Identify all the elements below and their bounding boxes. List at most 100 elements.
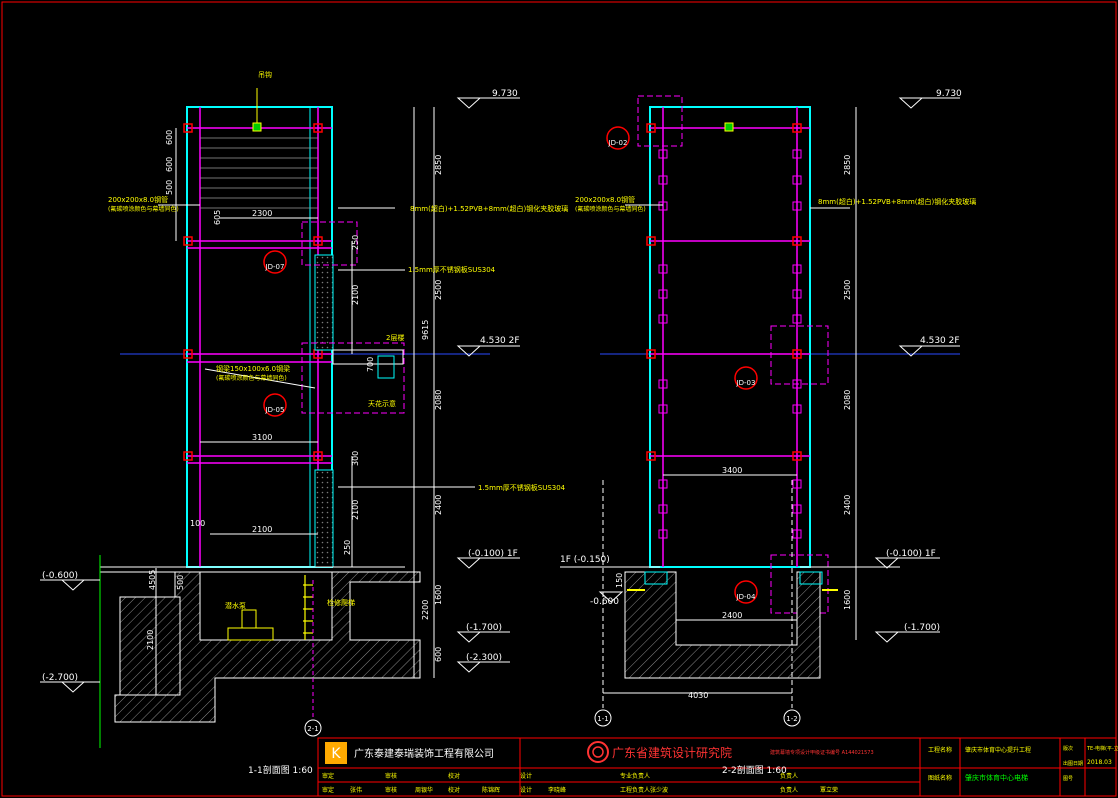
annotation-text: 检修爬梯 bbox=[327, 598, 355, 607]
annotation-text: 150 bbox=[615, 573, 624, 588]
detail-marker bbox=[263, 250, 287, 274]
annotation-text: 周银华 bbox=[415, 786, 433, 794]
annotation-text: 版次 bbox=[1063, 745, 1073, 752]
annotation-text: 500 bbox=[165, 180, 174, 195]
annotation-text: 图号 bbox=[1063, 776, 1073, 782]
annotation-text: 2100 bbox=[146, 630, 155, 650]
detail-marker bbox=[606, 126, 630, 150]
annotation-text: 250 bbox=[343, 540, 352, 555]
annotation-text: -0.600 bbox=[590, 597, 619, 607]
annotation-text: 2080 bbox=[843, 390, 852, 410]
annotation-text: 审核 bbox=[385, 786, 397, 794]
annotation-text: 2400 bbox=[434, 495, 443, 515]
company-name: 广东泰建泰瑞装饰工程有限公司 bbox=[354, 747, 494, 760]
annotation-text: 2400 bbox=[843, 495, 852, 515]
annotation-text: 1.5mm厚不锈钢板SUS304 bbox=[478, 483, 566, 492]
detail-marker bbox=[734, 580, 758, 604]
axis-marker bbox=[783, 709, 801, 727]
annotation-text: 3400 bbox=[722, 466, 742, 475]
annotation-text: 吊钩 bbox=[258, 70, 272, 79]
annotation-text: (-0.100) 1F bbox=[886, 549, 936, 559]
axis-label: 2-1 bbox=[307, 725, 318, 733]
annotation-text: 2400 bbox=[722, 611, 742, 620]
annotation-text: 李晓峰 bbox=[548, 786, 566, 794]
annotation-text: 潜水泵 bbox=[225, 601, 246, 610]
axis-marker bbox=[304, 719, 322, 737]
annotation-text: 605 bbox=[213, 210, 222, 225]
annotation-text: 600 bbox=[165, 157, 174, 172]
institute-logo bbox=[587, 741, 609, 763]
annotation-text: 1F (-0.150) bbox=[560, 555, 610, 565]
annotation-text: 工程名称 bbox=[928, 746, 952, 754]
annotation-text: 4030 bbox=[688, 691, 708, 700]
annotation-text: 1.5mm厚不锈钢板SUS304 bbox=[408, 265, 496, 274]
axis-label: 1-1 bbox=[597, 715, 608, 723]
annotation-text: 9.730 bbox=[492, 89, 518, 99]
section-1-1 bbox=[40, 88, 520, 748]
annotation-text: 2500 bbox=[434, 280, 443, 300]
annotation-text: (-1.700) bbox=[466, 623, 502, 633]
annotation-text: 2850 bbox=[843, 155, 852, 175]
annotation-text: 250 bbox=[351, 235, 360, 250]
annotation-text: 4.530 2F bbox=[480, 336, 520, 346]
annotation-text: 2850 bbox=[434, 155, 443, 175]
annotation-text: 肇庆市体育中心电梯 bbox=[965, 773, 1028, 782]
annotation-text: (-0.600) bbox=[42, 571, 78, 581]
annotation-text: 600 bbox=[434, 647, 443, 662]
section-2-2 bbox=[560, 95, 960, 708]
title-block bbox=[317, 737, 1117, 797]
detail-label: JD-07 bbox=[265, 263, 285, 271]
institute-name: 广东省建筑设计研究院 bbox=[612, 745, 732, 760]
annotation-text: 审定 bbox=[322, 772, 334, 780]
annotation-text: 负责人 bbox=[780, 786, 798, 794]
annotation-text: 600 bbox=[165, 130, 174, 145]
annotation-text: 负责人 bbox=[780, 772, 798, 780]
annotation-text: 钢梁150x100x6.0钢梁 bbox=[216, 364, 290, 373]
svg-text:K: K bbox=[331, 746, 341, 762]
annotation-text: 张伟 bbox=[350, 786, 362, 794]
company-logo: K bbox=[325, 742, 347, 764]
annotation-text: 3100 bbox=[252, 433, 272, 442]
detail-label: JD-05 bbox=[265, 406, 285, 414]
annotation-text: 校对 bbox=[448, 772, 460, 780]
detail-label: JD-03 bbox=[736, 379, 756, 387]
annotation-text: 审定 bbox=[322, 786, 334, 794]
annotation-text: (氟碳喷涂颜色与幕墙同色) bbox=[216, 374, 287, 382]
annotation-text: 500 bbox=[176, 575, 185, 590]
detail-marker bbox=[263, 393, 287, 417]
annotation-text: 8mm(超白)+1.52PVB+8mm(超白)钢化夹胶玻璃 bbox=[818, 197, 976, 206]
annotation-text: TE-电梯(平-立) bbox=[1086, 745, 1118, 752]
annotation-text: 陈锦辉 bbox=[482, 786, 500, 794]
annotation-text: 200x200x8.0钢管 bbox=[108, 195, 168, 204]
annotation-text: 2层楼 bbox=[386, 333, 404, 342]
annotation-text: 张少波 bbox=[650, 786, 668, 794]
annotation-text: 2100 bbox=[351, 500, 360, 520]
annotation-text: (氟碳喷涂颜色与幕墙同色) bbox=[575, 205, 646, 213]
annotation-text: 1600 bbox=[434, 585, 443, 605]
section-caption: 2-2剖面图 1:60 bbox=[722, 764, 787, 776]
annotation-text: 2200 bbox=[421, 600, 430, 620]
annotation-text: 2100 bbox=[351, 285, 360, 305]
axis-marker bbox=[594, 709, 612, 727]
annotation-text: (-2.300) bbox=[466, 653, 502, 663]
annotation-text: (-1.700) bbox=[904, 623, 940, 633]
annotation-text: 9.730 bbox=[936, 89, 962, 99]
annotation-text: 审核 bbox=[385, 772, 397, 780]
annotation-text: 2500 bbox=[843, 280, 852, 300]
annotation-text: (氟碳喷涂颜色与幕墙同色) bbox=[108, 205, 179, 213]
annotation-text: 2018.03 bbox=[1087, 759, 1112, 766]
annotation-text: 覃立荣 bbox=[820, 786, 838, 794]
annotation-text: 100 bbox=[190, 519, 205, 528]
detail-marker bbox=[734, 366, 758, 390]
axis-label: 1-2 bbox=[786, 715, 797, 723]
annotation-text: 建筑幕墙专项设计甲级证书编号 A144021573 bbox=[770, 749, 874, 756]
annotations: 9.730 4.530 2F (-0.100) 1F (-0.600) (-1.700)… bbox=[42, 70, 1118, 794]
annotation-text: 2080 bbox=[434, 390, 443, 410]
detail-label: JD-04 bbox=[736, 593, 756, 601]
annotation-text: 700 bbox=[366, 357, 375, 372]
annotation-text: 设计 bbox=[520, 772, 532, 780]
annotation-text: 4.530 2F bbox=[920, 336, 960, 346]
annotation-text: 天花示意 bbox=[368, 399, 396, 408]
annotation-text: 8mm(超白)+1.52PVB+8mm(超白)钢化夹胶玻璃 bbox=[410, 204, 568, 213]
annotation-text: 工程负责人 bbox=[620, 786, 650, 794]
